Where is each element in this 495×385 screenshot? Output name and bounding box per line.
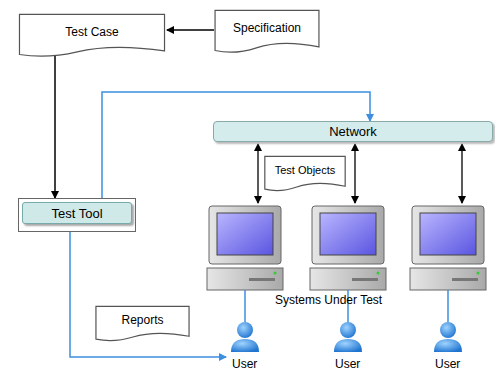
- user-label: User: [232, 357, 257, 371]
- flow-arrow: [54, 54, 56, 198]
- document-shape: Specification: [214, 10, 320, 54]
- user-label: User: [335, 357, 360, 371]
- node-text: Network: [329, 124, 377, 139]
- document-shape: Test Case: [18, 14, 166, 58]
- network-band: Network: [213, 121, 493, 142]
- node-text: Test Objects: [275, 164, 336, 176]
- node-text: Specification: [233, 21, 301, 35]
- document-shape: Reports: [95, 306, 190, 342]
- tool-band: Test Tool: [22, 202, 132, 224]
- node-text: Test Tool: [51, 206, 102, 221]
- flow-arrow: [102, 92, 370, 198]
- user-label: User: [435, 357, 460, 371]
- system-label: Systems Under Test: [275, 293, 382, 307]
- tool-box: Test Tool: [18, 198, 136, 232]
- document-shape: Test Objects: [264, 156, 346, 192]
- node-text: Test Case: [65, 25, 118, 39]
- node-text: Reports: [121, 313, 163, 327]
- flow-arrow: [167, 29, 214, 31]
